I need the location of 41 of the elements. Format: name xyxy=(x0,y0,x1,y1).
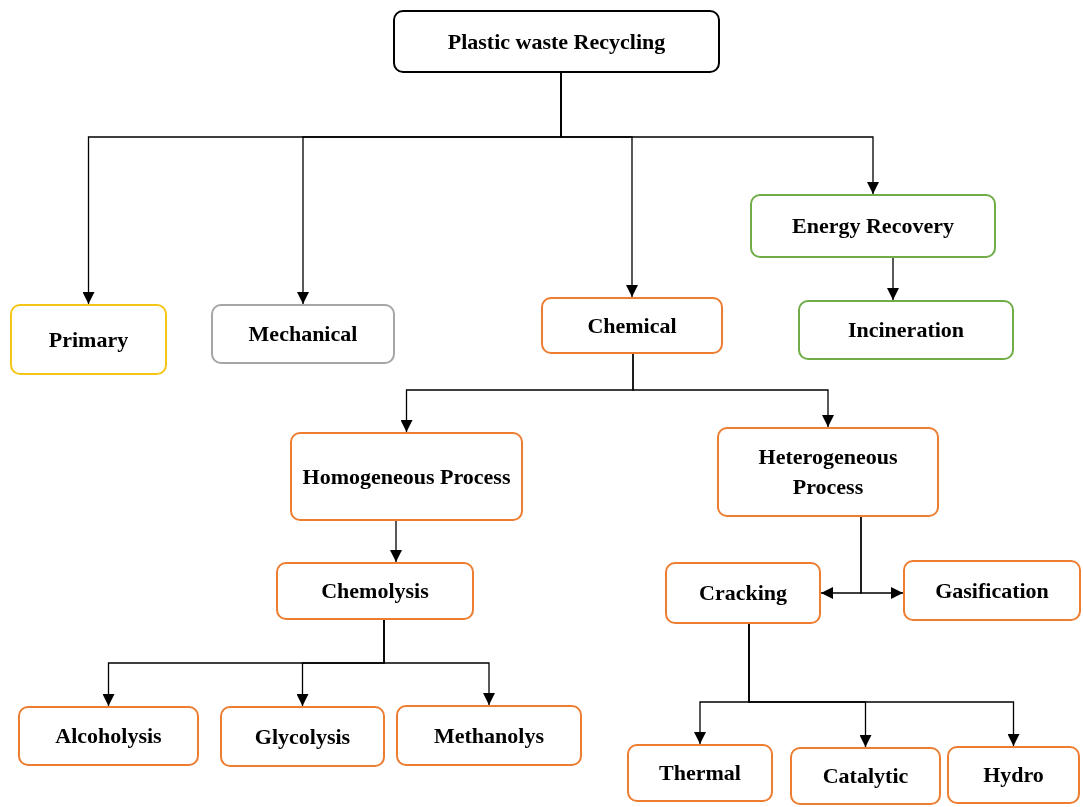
connector-arrow xyxy=(887,257,899,301)
process-box xyxy=(541,297,723,354)
box-label: Cracking xyxy=(699,579,787,607)
box-label: Heterogeneous Process xyxy=(757,443,899,501)
process-box xyxy=(903,560,1081,621)
process-box xyxy=(10,304,167,375)
box-label: Energy Recovery xyxy=(792,212,954,240)
process-box xyxy=(396,705,582,766)
process-box xyxy=(627,744,773,802)
box-label: Homogeneous Process xyxy=(302,462,511,491)
process-box xyxy=(750,194,996,258)
connector-arrow xyxy=(632,353,834,428)
box-label: Hydro xyxy=(983,761,1044,789)
box-label: Chemolysis xyxy=(321,577,429,605)
connector-arrow xyxy=(560,72,879,195)
box-label: Incineration xyxy=(847,316,965,344)
connector-arrow xyxy=(383,619,495,706)
process-box xyxy=(18,706,199,766)
process-box xyxy=(290,432,523,521)
box-label: Mechanical xyxy=(248,320,358,348)
box-label: Plastic waste Recycling xyxy=(447,27,666,56)
box-label: Glycolysis xyxy=(254,722,351,751)
process-box xyxy=(717,427,939,517)
box-label: Catalytic xyxy=(822,762,909,790)
process-box xyxy=(276,562,474,620)
process-box xyxy=(220,706,385,767)
process-box xyxy=(211,304,395,364)
box-label: Methanolys xyxy=(434,721,544,750)
box-label: Alcoholysis xyxy=(55,722,162,750)
connector-arrow xyxy=(748,623,1020,747)
process-box xyxy=(665,562,821,624)
process-box xyxy=(393,10,720,73)
process-box xyxy=(790,747,941,805)
connector-arrow xyxy=(860,516,904,599)
box-label: Gasification xyxy=(935,576,1049,605)
box-label: Thermal xyxy=(659,759,741,787)
box-label: Chemical xyxy=(587,311,677,340)
process-box xyxy=(798,300,1014,360)
box-label: Primary xyxy=(48,325,129,354)
process-box xyxy=(947,746,1080,804)
connector-arrow xyxy=(390,520,402,563)
